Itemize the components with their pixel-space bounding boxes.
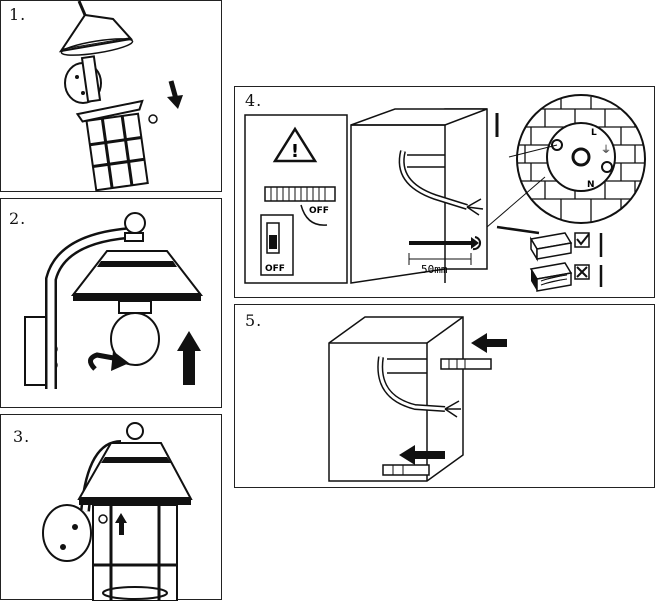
step-3-illustration xyxy=(42,422,193,601)
svg-text:!: ! xyxy=(291,141,299,162)
rotate-arrow-icon xyxy=(88,351,129,371)
step-2-panel: 2. xyxy=(0,198,222,408)
step-2-number: 2. xyxy=(9,209,27,228)
svg-text:⏚: ⏚ xyxy=(601,144,611,156)
step-5-number: 5. xyxy=(245,311,263,330)
wall-plug-icon xyxy=(382,464,430,476)
left-arrow-icon xyxy=(471,333,507,353)
warning-icon: ! xyxy=(272,126,318,163)
step-4-panel: 4. ! OFF OFF xyxy=(234,86,655,298)
step-3-number: 3. xyxy=(13,427,31,446)
svg-text:OFF: OFF xyxy=(309,206,329,216)
svg-text:N: N xyxy=(587,180,595,190)
svg-text:50mm: 50mm xyxy=(421,263,448,276)
checkmark-icon xyxy=(574,232,590,248)
drill-bit-icon xyxy=(409,236,482,251)
step-3-panel: 3. xyxy=(0,414,222,601)
left-arrow-icon xyxy=(399,445,445,465)
svg-text:L: L xyxy=(591,128,597,138)
up-arrow-icon xyxy=(115,513,127,535)
step-2-illustration xyxy=(24,212,204,389)
step-1-illustration xyxy=(58,0,183,192)
wall-plug-icon xyxy=(440,358,492,370)
wall-plug-icon xyxy=(529,232,573,262)
svg-text:OFF: OFF xyxy=(265,264,285,274)
cross-icon xyxy=(574,264,590,280)
step-5-panel: 5. xyxy=(234,304,655,488)
step-4-illustration: ! OFF OFF xyxy=(244,94,646,292)
wood-block-icon xyxy=(529,262,573,292)
step-5-illustration xyxy=(328,316,507,482)
down-arrow-icon xyxy=(167,80,183,109)
up-arrow-icon xyxy=(177,331,201,385)
step-1-number: 1. xyxy=(9,5,27,24)
step-1-panel: 1. xyxy=(0,0,222,192)
step-4-number: 4. xyxy=(245,91,263,110)
